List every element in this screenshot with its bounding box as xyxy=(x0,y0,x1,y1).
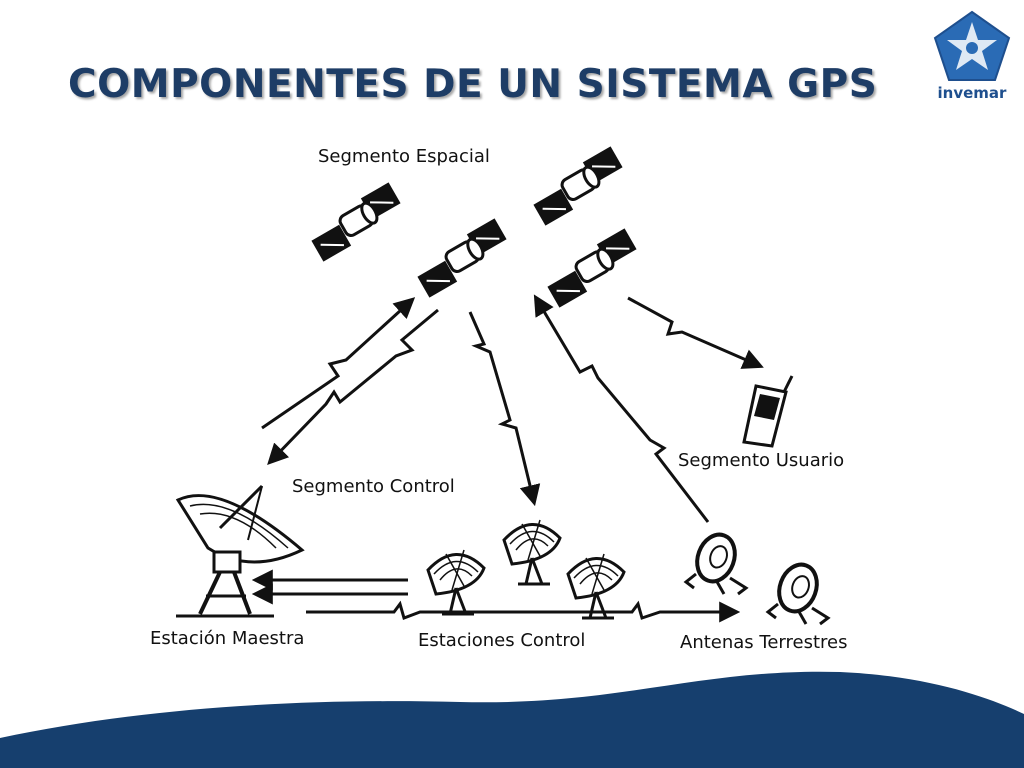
satellite-icon xyxy=(309,180,403,264)
master-station-dish-icon xyxy=(175,484,305,618)
satellite-icon xyxy=(415,216,509,300)
satellite-icon xyxy=(531,144,625,228)
invemar-logo: invemar xyxy=(932,10,1012,105)
satellite-dish-icon xyxy=(502,518,562,586)
label-ground-antennas: Antenas Terrestres xyxy=(680,632,848,653)
bottom-wave xyxy=(0,671,1024,768)
label-master-station: Estación Maestra xyxy=(150,628,305,649)
label-control-stations: Estaciones Control xyxy=(418,630,586,651)
ground-antenna-icon xyxy=(766,557,830,626)
label-space-segment: Segmento Espacial xyxy=(318,146,490,167)
logo-text: invemar xyxy=(937,84,1007,102)
label-control-segment: Segmento Control xyxy=(292,476,455,497)
satellite-dish-icon xyxy=(426,548,486,616)
signal-arrow-icon xyxy=(251,294,764,623)
cell-phone-icon xyxy=(742,375,794,448)
slide-title: COMPONENTES DE UN SISTEMA GPS xyxy=(68,62,878,107)
star-pentagon-logo-icon xyxy=(933,10,1011,81)
satellite-dish-icon xyxy=(566,552,626,620)
ground-antenna-icon xyxy=(684,527,748,596)
satellite-icon xyxy=(545,226,639,310)
label-user-segment: Segmento Usuario xyxy=(678,450,845,471)
